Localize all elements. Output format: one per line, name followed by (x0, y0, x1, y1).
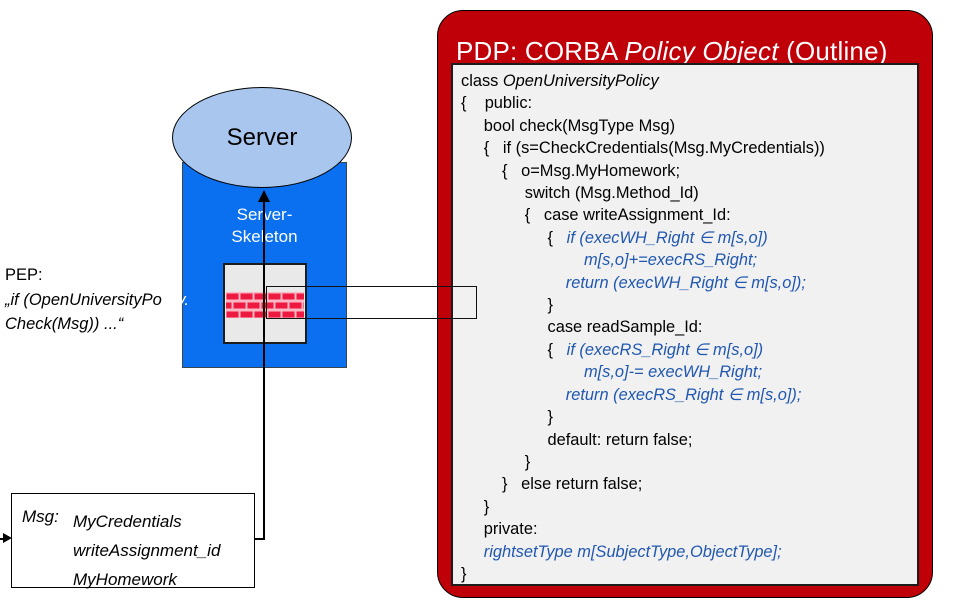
pep-policy-call-dark: „if (OpenUniversityPo (5, 290, 162, 309)
code-line: } (461, 294, 917, 316)
msg-box-label: Msg: (22, 507, 59, 526)
msg-box: Msg: MyCredentials writeAssignment_id My… (11, 493, 255, 589)
code-line: return (execWH_Right ∈ m[s,o]); (461, 272, 917, 294)
msg-box-values: MyCredentials writeAssignment_id MyHomew… (73, 507, 220, 594)
code-segment: } (461, 497, 490, 516)
code-line: } (461, 563, 917, 585)
msg-value-homework: MyHomework (73, 570, 177, 589)
code-segment: return (execRS_Right ∈ m[s,o]); (565, 385, 802, 404)
pep-policy-call-line1: „if (OpenUniversityPolicy. (5, 288, 189, 313)
server-label: Server (226, 123, 298, 151)
pdp-title-italic: Policy Object (624, 36, 779, 66)
msg-flow-bend (255, 538, 265, 540)
code-segment: case readSample_Id: (461, 318, 703, 337)
code-segment: { o=Msg.MyHomework; (461, 161, 681, 180)
code-segment (461, 386, 566, 404)
pdp-title-prefix: PDP: CORBA (456, 36, 625, 66)
code-segment: } (461, 564, 467, 583)
code-line: } else return false; (461, 473, 917, 495)
code-segment: bool check(MsgType Msg) (461, 116, 676, 135)
pdp-title: PDP: CORBA Policy Object (Outline) (456, 36, 888, 67)
code-segment (461, 543, 484, 561)
code-line: case readSample_Id: (461, 316, 917, 338)
code-line: bool check(MsgType Msg) (461, 115, 917, 137)
code-segment (461, 251, 584, 269)
code-line: } (461, 496, 917, 518)
msg-flow-line (263, 200, 265, 540)
code-segment: default: return false; (461, 430, 693, 449)
pdp-box: PDP: CORBA Policy Object (Outline) class… (437, 10, 933, 598)
code-segment: m[s,o]-= execWH_Right; (583, 363, 763, 382)
pep-policy-call-line2: Check(Msg)) ...“ (5, 315, 124, 333)
code-line: switch (Msg.Method_Id) (461, 182, 917, 204)
code-segment: OpenUniversityPolicy (502, 72, 659, 90)
pep-policy-call-light: licy. (161, 290, 190, 309)
code-segment (461, 363, 584, 381)
pep-annotation: PEP: „if (OpenUniversityPolicy. Check(Ms… (5, 263, 189, 337)
code-segment: if (execRS_Right ∈ m[s,o]) (566, 340, 764, 359)
code-line: rightsetType m[SubjectType,ObjectType]; (461, 541, 917, 563)
code-segment: { if (s=CheckCredentials(Msg.MyCredentia… (461, 139, 825, 158)
code-line: { if (s=CheckCredentials(Msg.MyCredentia… (461, 137, 917, 159)
code-line: private: (461, 518, 917, 540)
code-segment: { (461, 340, 567, 359)
server-ellipse: Server (172, 87, 352, 188)
code-segment: switch (Msg.Method_Id) (461, 184, 699, 203)
pep-label: PEP: (5, 266, 43, 284)
code-segment: if (execWH_Right ∈ m[s,o]) (566, 228, 768, 247)
incoming-msg-line (0, 538, 5, 540)
code-line: { case writeAssignment_Id: (461, 204, 917, 226)
code-line: default: return false; (461, 429, 917, 451)
code-segment: class (461, 72, 503, 90)
code-line: class OpenUniversityPolicy (461, 70, 917, 92)
msg-value-credentials: MyCredentials (73, 512, 182, 531)
code-segment: } else return false; (461, 475, 643, 494)
code-segment: return (execWH_Right ∈ m[s,o]); (565, 273, 806, 292)
code-segment: } (461, 452, 531, 471)
code-segment: { case writeAssignment_Id: (461, 206, 731, 225)
code-line: } (461, 406, 917, 428)
code-line: { if (execWH_Right ∈ m[s,o]) (461, 227, 917, 249)
firewall-bricks-icon (226, 292, 304, 318)
code-line: { o=Msg.MyHomework; (461, 160, 917, 182)
code-segment: { public: (461, 94, 533, 113)
code-segment: rightsetType m[SubjectType,ObjectType]; (483, 542, 782, 561)
code-line: { if (execRS_Right ∈ m[s,o]) (461, 339, 917, 361)
code-segment: } (461, 296, 553, 315)
arrow-right-icon (3, 533, 12, 543)
code-segment: { (461, 228, 567, 247)
code-line: } (461, 451, 917, 473)
code-segment: private: (461, 520, 538, 539)
code-box: class OpenUniversityPolicy { public: bool… (451, 63, 919, 586)
msg-value-method: writeAssignment_id (73, 541, 221, 560)
pdp-title-suffix: (Outline) (778, 36, 888, 66)
arrow-up-icon (258, 190, 270, 202)
code-line: m[s,o]+=execRS_Right; (461, 249, 917, 271)
code-line: { public: (461, 92, 917, 114)
code-segment: } (461, 408, 553, 427)
code-line: return (execRS_Right ∈ m[s,o]); (461, 384, 917, 406)
pep-enforcement-box (223, 263, 307, 344)
code-line: m[s,o]-= execWH_Right; (461, 361, 917, 383)
code-segment: m[s,o]+=execRS_Right; (583, 251, 758, 270)
pep-pdp-connector (266, 286, 477, 319)
